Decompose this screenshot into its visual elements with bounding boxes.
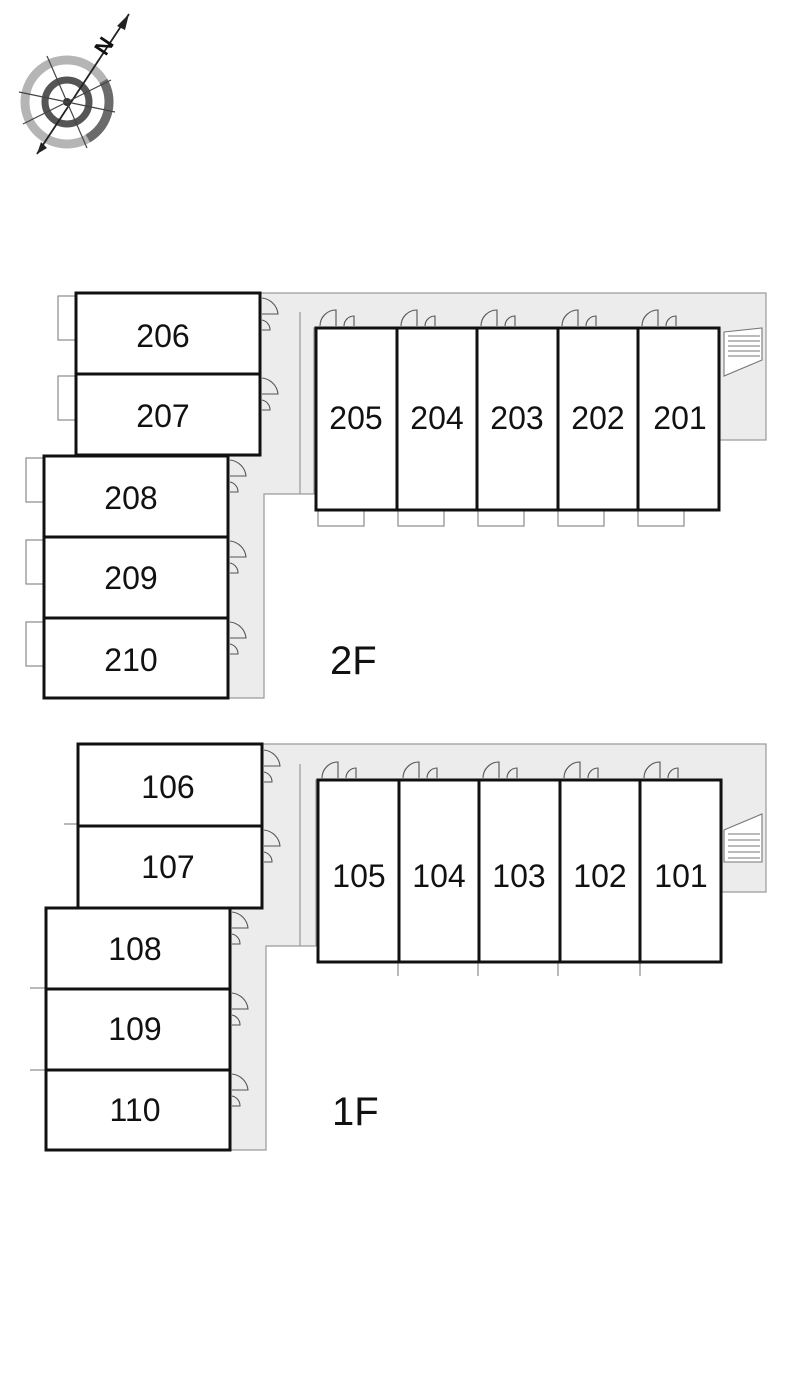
floor-2f: 206 207 208 209 210 205 204 203 202 201 [25, 291, 767, 700]
door-icon [319, 309, 677, 327]
floor-1f: 106 107 108 109 110 105 104 103 102 101 [30, 742, 767, 1152]
room-205 [314, 326, 399, 512]
room-109 [44, 987, 232, 1072]
room-label: 209 [104, 560, 157, 596]
stairs-2f [723, 327, 763, 377]
room-201 [636, 326, 721, 512]
room-110 [44, 1068, 232, 1152]
room-label: 102 [573, 858, 626, 894]
room-210 [42, 616, 230, 700]
room-label: 110 [109, 1092, 160, 1128]
room-108 [44, 906, 232, 991]
balcony [57, 295, 77, 341]
room-label: 203 [490, 400, 543, 436]
room-107 [76, 824, 264, 910]
balcony [317, 509, 365, 527]
room-203 [475, 326, 560, 512]
room-209 [42, 535, 230, 620]
balcony [557, 509, 605, 527]
floor-label-1f: 1F [332, 1090, 379, 1134]
room-label: 204 [410, 400, 463, 436]
room-101 [638, 778, 723, 964]
room-label: 107 [141, 849, 194, 885]
room-103 [477, 778, 562, 964]
room-label: 206 [136, 318, 189, 354]
room-label: 106 [141, 769, 194, 805]
room-106 [76, 742, 264, 828]
balcony [25, 457, 45, 503]
compass-rose-icon [18, 13, 130, 155]
balcony [25, 621, 45, 667]
room-label: 108 [108, 931, 161, 967]
room-label: 202 [571, 400, 624, 436]
balcony [25, 539, 45, 585]
room-label: 205 [329, 400, 382, 436]
room-label: 208 [104, 480, 157, 516]
room-204 [395, 326, 479, 512]
floor-label-2f: 2F [330, 639, 377, 683]
room-label: 105 [332, 858, 385, 894]
room-label: 210 [104, 642, 157, 678]
balcony [57, 375, 77, 421]
room-label: 103 [492, 858, 545, 894]
room-label: 101 [654, 858, 707, 894]
door-icon [231, 749, 281, 1107]
room-label: 109 [108, 1011, 161, 1047]
room-label: 201 [653, 400, 706, 436]
balcony [397, 509, 445, 527]
room-label: 104 [412, 858, 465, 894]
door-icon [321, 761, 679, 779]
door-icon [229, 297, 279, 655]
room-label: 207 [136, 398, 189, 434]
balcony [477, 509, 525, 527]
stairs-1f [723, 813, 763, 863]
balcony [637, 509, 685, 527]
